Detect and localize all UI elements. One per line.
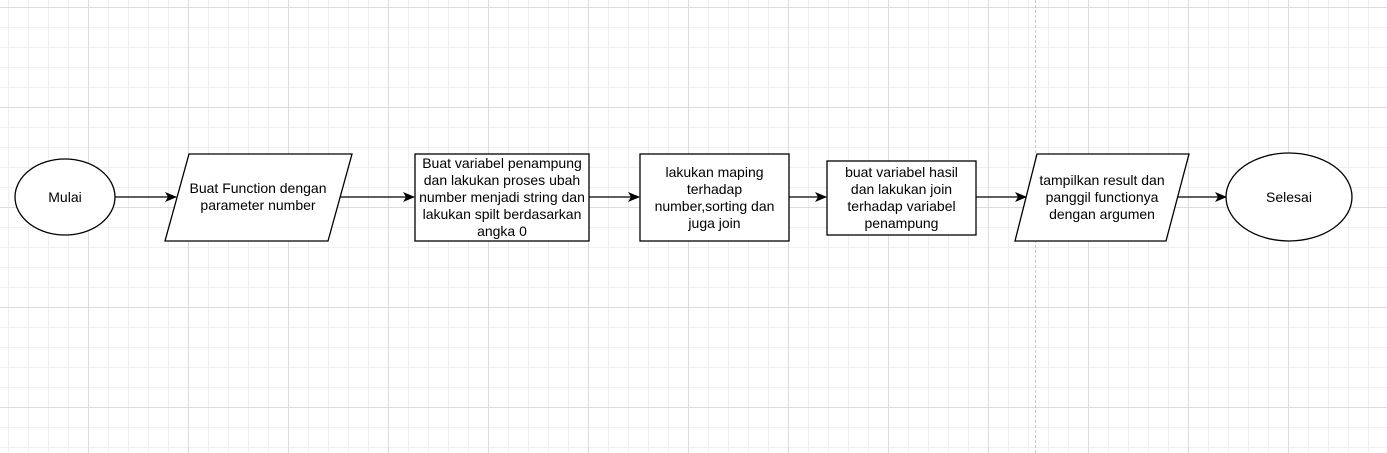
step1-node-label: Buat Function dengan parameter number xyxy=(189,180,327,213)
end-node-label: Selesai xyxy=(1266,188,1312,205)
step2-node-label: Buat variabel penampung dan lakukan pros… xyxy=(419,155,585,239)
step5-node-label: tampilkan result dan panggil functionya … xyxy=(1039,171,1165,222)
start-node-label: Mulai xyxy=(48,188,82,205)
step5-node-shape[interactable] xyxy=(1014,153,1190,242)
step4-node-label: buat variabel hasil dan lakukan join ter… xyxy=(845,164,958,231)
step1-node-shape[interactable] xyxy=(164,153,353,242)
start-node-shape[interactable] xyxy=(14,158,116,236)
step3-node-shape[interactable] xyxy=(639,153,790,242)
step3-node-label: lakukan maping terhadap number,sorting d… xyxy=(654,164,775,231)
end-node-shape[interactable] xyxy=(1225,152,1353,242)
step2-node-shape[interactable] xyxy=(414,153,590,242)
step4-node-shape[interactable] xyxy=(826,160,977,236)
